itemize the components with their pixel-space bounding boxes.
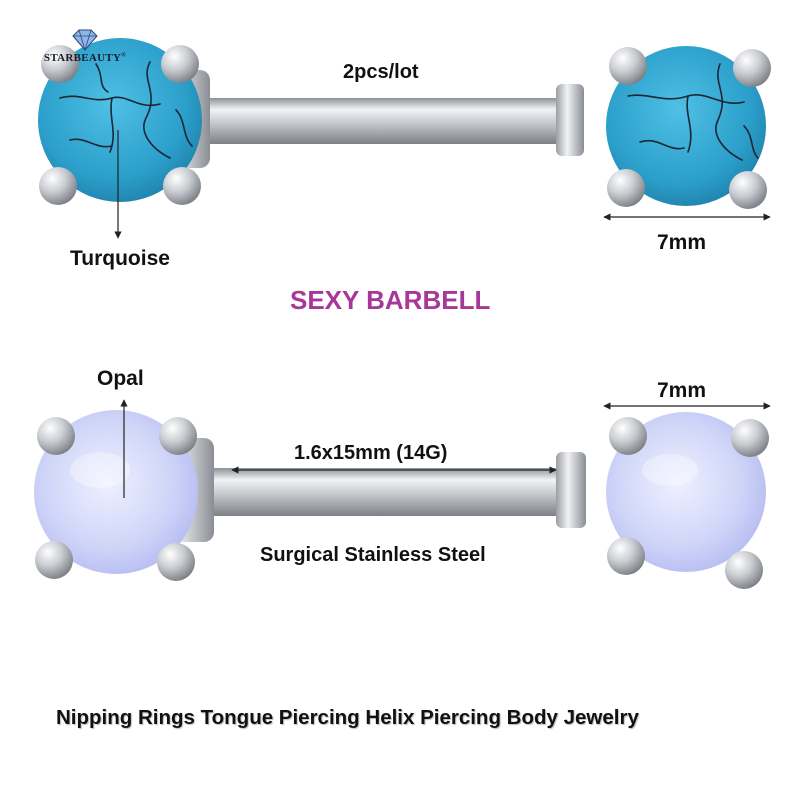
top-left-stone [38,38,210,205]
footer-caption: Nipping Rings Tongue Piercing Helix Pier… [56,706,639,729]
brand: STARBEAUTY® [30,28,140,64]
top-right-stone [606,46,771,209]
material-label: Surgical Stainless Steel [260,544,486,566]
bottom-right-collar [556,452,586,528]
brand-logo-icon [72,29,98,52]
top-barbell [38,38,771,209]
top-size-label: 7mm [657,231,707,254]
bottom-size-label: 7mm [657,379,707,402]
bottom-right-stone [606,412,769,589]
opal-label: Opal [97,367,144,390]
top-right-collar [556,84,584,156]
bottom-barbell [34,410,769,589]
brand-name: STARBEAUTY® [43,52,127,64]
bar-size-label: 1.6x15mm (14G) [294,442,448,464]
headline: SEXY BARBELL [290,285,491,315]
top-bar [200,98,570,144]
bottom-left-stone [34,410,214,581]
turquoise-label: Turquoise [70,247,170,270]
bottom-bar [200,468,570,516]
quantity-label: 2pcs/lot [343,61,419,83]
